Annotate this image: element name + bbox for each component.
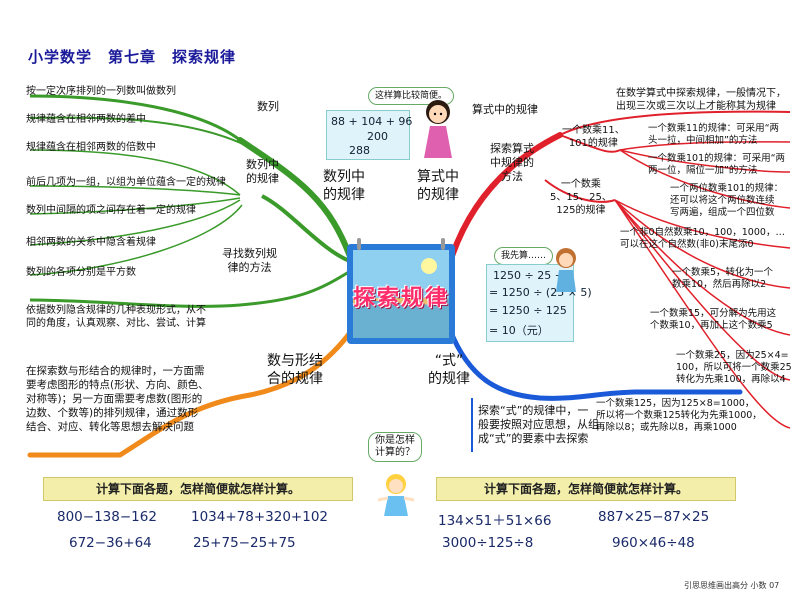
branch-label-expression: 算式中 的规律	[417, 169, 459, 203]
branch-line-red-top	[559, 110, 791, 136]
page-title: 小学数学 第七章 探索规律	[28, 48, 237, 66]
branch-line-red-11	[619, 141, 791, 151]
center-topic-title: 探索规律	[352, 286, 449, 311]
calc-box-left: 88 + 104 + 96 200 288	[326, 110, 413, 160]
branch-label-shape: 数与形结 合的规律	[267, 353, 323, 387]
shape-description: 在探索数与形结合的规律时，一方面需 要考虑图形的特点(形状、方向、颜色、 对称等…	[26, 365, 209, 433]
calc-line: 200	[367, 130, 388, 143]
exercise-panel-right: 计算下面各题，怎样简便就怎样计算。 134×51＋51×66 887×25−87…	[436, 477, 736, 561]
branch-line-green-main	[237, 137, 355, 265]
branch-label-formula: “式” 的规律	[428, 353, 470, 387]
calc-line: = 10（元）	[489, 324, 549, 337]
list-item: 按一定次序排列的一列数叫做数列	[26, 86, 176, 97]
girl-illustration	[556, 248, 576, 292]
branch-line-green-node	[261, 194, 353, 264]
exercise-item: 1034+78+320+102	[191, 509, 329, 525]
branch-line-red-a	[559, 134, 621, 153]
exercise-item: 887×25−87×25	[598, 509, 710, 525]
branch-line-green-mid	[29, 149, 241, 196]
footer-text: 引思思维画出高分 小数 07	[684, 581, 780, 590]
speech-bubble: 这样算比较简便。	[368, 87, 455, 105]
branch-line-red-25	[614, 199, 791, 381]
center-topic-card: 探索规律	[343, 236, 459, 348]
exercise-item: 134×51＋51×66	[438, 513, 552, 529]
exercise-header: 计算下面各题，怎样简便就怎样计算。	[43, 477, 353, 501]
label-suanshi: 算式中的规律	[472, 103, 538, 116]
exercise-item: 3000÷125÷8	[442, 535, 534, 551]
rule-15: 一个数乘15，可分解为先用这 个数乘10，再加上这个数乘5	[650, 308, 777, 331]
center-card-art	[347, 238, 455, 344]
exercise-item: 672−36+64	[69, 535, 152, 551]
rule-5: 一个数乘5，转化为一个 数乘10，然后再除以2	[672, 267, 774, 290]
branch-line-green-b	[29, 197, 241, 215]
kid-illustration	[377, 474, 415, 516]
branch-line-blue	[447, 327, 743, 401]
list-item: 数列的各项分别是平方数	[26, 267, 136, 278]
label-mult5: 一个数乘 5、15、25、 125的规律	[550, 179, 612, 216]
rule-125: 一个数乘125，因为125×8=1000， 所以将一个数乘125转化为先乘100…	[596, 398, 762, 433]
label-shuliezhong: 数列中 的规律	[246, 158, 279, 185]
label-xunzhao: 寻找数列规 律的方法	[222, 247, 277, 274]
speech-bubble: 我先算……	[494, 247, 554, 265]
calc-line: 88 + 104 + 96	[331, 115, 413, 128]
list-item: 前后几项为一组，以组为单位蕴含一定的规律	[26, 177, 226, 188]
branch-line-orange	[27, 327, 355, 458]
list-item: 规律蕴含在相邻两数的差中	[26, 114, 146, 125]
rule-two-digit: 一个两位数乘101的规律： 还可以将这个两位数连续 写两遍，组成一个四位数	[670, 183, 784, 218]
branch-line-red-two	[619, 149, 791, 209]
branch-line-green-c	[29, 199, 241, 246]
rule-101: 一个数乘101的规律：可采用“两 两一位，隔位一加”的方法	[648, 153, 786, 176]
label-mult11: 一个数乘11、 101的规律	[562, 125, 625, 149]
branch-line-green-upper	[29, 94, 241, 142]
branch-line-green-shulie	[29, 116, 256, 151]
branch-line-red-125	[614, 199, 791, 429]
branch-line-green-method	[29, 268, 353, 308]
speech-bubble: 你是怎样 计算的？	[368, 432, 422, 462]
rule-25: 一个数乘25，因为25×4= 100，所以可将一个数乘25 转化为先乘100，再…	[676, 350, 792, 385]
branch-line-red-15	[614, 199, 791, 336]
branch-line-red-nz	[614, 199, 791, 249]
branch-line-green-d	[29, 204, 243, 276]
list-item: 相邻两数的关系中隐含着规律	[26, 237, 156, 248]
rule-nonzero: 一个非0自然数乘10，100，1000，… 可以在这个自然数(非0)末尾添0	[620, 227, 785, 250]
branch-line-red-5	[614, 199, 791, 289]
list-item: 数列中间隔的项之间存在着一定的规律	[26, 205, 196, 216]
branch-line-red-101	[619, 149, 791, 173]
exercise-header: 计算下面各题，怎样简便就怎样计算。	[436, 477, 736, 501]
branch-line-red-b	[544, 179, 616, 203]
list-item: 规律蕴含在相邻两数的倍数中	[26, 142, 156, 153]
exercise-panel-left: 计算下面各题，怎样简便就怎样计算。 800−138−162 1034+78+32…	[43, 477, 353, 561]
calc-line: = 1250 ÷ 125	[489, 304, 567, 317]
exercise-item: 960×46÷48	[612, 535, 695, 551]
branch-line-red-main	[447, 132, 563, 265]
formula-description: 探索“式”的规律中，一 般要按照对应思想，从组 成“式”的要素中去探索	[478, 404, 599, 445]
branch-line-green-a	[29, 185, 241, 196]
suanshi-note: 在数学算式中探索规律，一般情况下， 出现三次或三次以上才能称其为规律	[616, 88, 786, 112]
calc-line: 1250 ÷ 25 ÷ 5	[493, 269, 575, 282]
calc-line: 288	[349, 144, 370, 157]
rule-11: 一个数乘11的规律：可采用“两 头一拉，中间相加”的方法	[648, 123, 780, 146]
label-method: 探索算式 中规律的 方法	[490, 142, 534, 183]
branch-label-sequence: 数列中 的规律	[323, 169, 365, 203]
girl-illustration	[424, 100, 452, 158]
exercise-item: 800−138−162	[57, 509, 157, 525]
list-item: 依据数列隐含规律的几种表现形式，从不 同的角度，认真观察、对比、尝试、计算	[26, 305, 206, 329]
label-shulie: 数列	[257, 100, 279, 113]
exercise-item: 25+75−25+75	[193, 535, 296, 551]
